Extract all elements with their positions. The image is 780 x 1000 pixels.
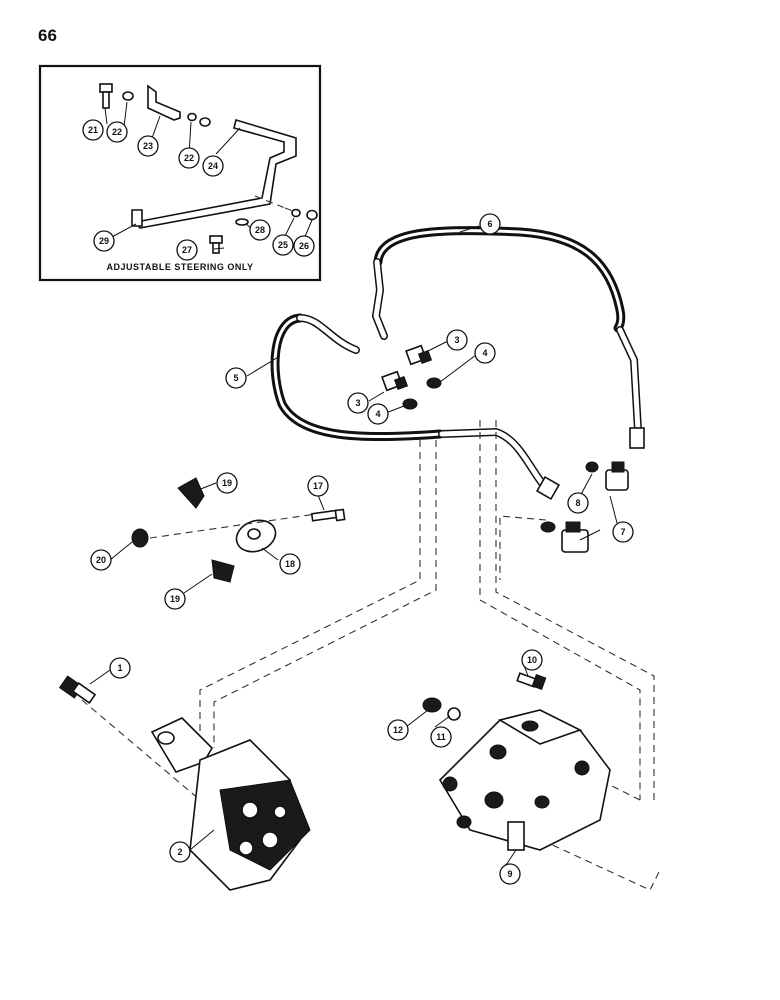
hose-5 [270, 313, 561, 501]
callout-8: 8 [567, 492, 589, 514]
inset-washer-25 [291, 208, 301, 218]
oring-8-upper [585, 461, 599, 473]
svg-text:11: 11 [436, 732, 446, 742]
oring-4-lower [402, 398, 418, 410]
callout-17: 17 [307, 475, 329, 497]
svg-text:21: 21 [88, 125, 98, 135]
svg-text:23: 23 [143, 141, 153, 151]
oring-4-upper [426, 377, 442, 389]
dash-route-right [479, 420, 641, 800]
bolt-17 [310, 508, 346, 522]
svg-text:1: 1 [117, 663, 122, 673]
main-callouts: 1 2 3 3 4 4 5 6 7 8 9 10 11 12 17 18 19 … [90, 213, 634, 885]
clip-19-upper [177, 477, 205, 509]
control-valve-9 [438, 709, 611, 851]
clip-19-lower [211, 559, 235, 583]
inset-washer-22b [187, 112, 197, 122]
steering-pump-2 [150, 717, 311, 891]
callout-5: 5 [225, 367, 247, 389]
callout-18: 18 [279, 553, 301, 575]
svg-text:12: 12 [393, 725, 403, 735]
fitting-3-upper [405, 344, 433, 366]
svg-text:22: 22 [184, 153, 194, 163]
callout-24: 24 [202, 155, 224, 177]
inset-nut-24a [199, 117, 211, 127]
callout-22: 22 [106, 121, 128, 143]
callout-11: 11 [430, 726, 452, 748]
inset-washer-22 [122, 91, 134, 101]
svg-text:26: 26 [299, 241, 309, 251]
callout-2: 2 [169, 841, 191, 863]
elbow-7-upper [605, 461, 629, 491]
svg-text:8: 8 [575, 498, 580, 508]
callout-22b: 22 [178, 147, 200, 169]
callout-12: 12 [387, 719, 409, 741]
callout-4-upper: 4 [474, 342, 496, 364]
svg-text:2: 2 [177, 847, 182, 857]
inset-dash-line [254, 195, 286, 209]
svg-text:4: 4 [482, 348, 487, 358]
svg-text:10: 10 [527, 655, 537, 665]
callout-25: 25 [272, 234, 294, 256]
svg-text:24: 24 [208, 161, 218, 171]
svg-text:17: 17 [313, 481, 323, 491]
svg-text:4: 4 [375, 409, 380, 419]
svg-text:3: 3 [355, 398, 360, 408]
oring-8-lower [540, 521, 556, 533]
dash-route-left [199, 440, 421, 740]
svg-text:19: 19 [170, 594, 180, 604]
svg-text:29: 29 [99, 236, 109, 246]
inset-frame [38, 64, 322, 282]
nut-20 [131, 528, 149, 548]
callout-7: 7 [612, 521, 634, 543]
callout-3-upper: 3 [446, 329, 468, 351]
elbow-7-lower [561, 521, 589, 553]
hose-6 [371, 225, 645, 449]
callout-28: 28 [249, 219, 271, 241]
svg-text:18: 18 [285, 559, 295, 569]
callout-19-upper: 19 [216, 472, 238, 494]
nut-12 [422, 697, 442, 713]
plate-18 [235, 519, 277, 553]
inset-bolt-21 [99, 83, 113, 109]
svg-text:27: 27 [182, 245, 192, 255]
callout-6: 6 [479, 213, 501, 235]
svg-text:9: 9 [507, 869, 512, 879]
callout-3-lower: 3 [347, 392, 369, 414]
svg-text:28: 28 [255, 225, 265, 235]
callout-19-lower: 19 [164, 588, 186, 610]
inset-lockwasher-28 [235, 218, 249, 226]
inset-bracket-23 [147, 84, 181, 121]
svg-text:22: 22 [112, 127, 122, 137]
inset-bracket-29-end [131, 209, 143, 227]
callout-9: 9 [499, 863, 521, 885]
svg-text:6: 6 [487, 219, 492, 229]
callout-27: 27 [176, 239, 198, 261]
inset-callouts: 21 22 23 22 24 29 27 28 25 26 [82, 119, 315, 261]
callout-29: 29 [93, 230, 115, 252]
svg-text:3: 3 [454, 335, 459, 345]
callout-20: 20 [90, 549, 112, 571]
inset-nut-26 [306, 209, 318, 221]
svg-text:5: 5 [233, 373, 238, 383]
svg-text:7: 7 [620, 527, 625, 537]
callout-10: 10 [521, 649, 543, 671]
callout-23: 23 [137, 135, 159, 157]
page-number: 66 [38, 26, 57, 45]
svg-text:19: 19 [222, 478, 232, 488]
fitting-3-lower [381, 370, 409, 392]
callout-26: 26 [293, 235, 315, 257]
inset-bolt-27 [209, 235, 223, 254]
callout-21: 21 [82, 119, 104, 141]
bolt-1 [58, 675, 97, 704]
callout-4-lower: 4 [367, 403, 389, 425]
callout-1: 1 [109, 657, 131, 679]
bolt-10 [516, 672, 547, 690]
svg-text:20: 20 [96, 555, 106, 565]
lockwasher-11 [447, 707, 461, 721]
svg-text:25: 25 [278, 240, 288, 250]
inset-caption: ADJUSTABLE STEERING ONLY [106, 262, 254, 272]
